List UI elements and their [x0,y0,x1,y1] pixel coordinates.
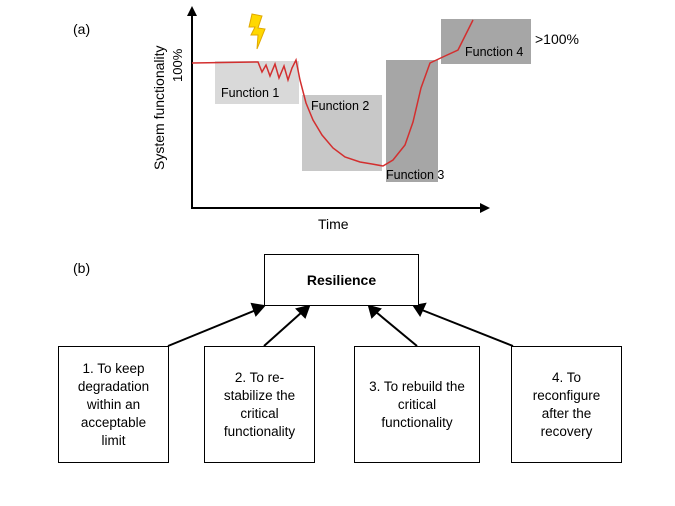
resilience-box: Resilience [264,254,419,306]
function-1-label: Function 1 [221,86,280,100]
goal-box-2: 2. To re- stabilize the critical functio… [204,346,315,463]
goal-box-4: 4. To reconfigure after the recovery [511,346,622,463]
goal-2-line: 2. To re- [234,369,285,385]
arrow-goal-1 [167,309,257,347]
x-axis-arrow [480,203,490,213]
function-3-label: Function 3 [386,168,445,182]
arrow-goal-4 [421,309,514,347]
goal-1-line: acceptable [80,414,147,430]
arrow-goal-3 [375,311,418,347]
y-axis-label: System functionality [151,45,167,171]
function-2-region [302,95,382,171]
goal-4-line: recovery [540,423,593,439]
goal-2-line: stabilize the [223,387,296,403]
goal-1-line: within an [86,396,141,412]
functionality-curve [191,19,474,167]
y-axis-arrow [187,6,197,16]
arrow-goal-2 [263,311,303,347]
goal-2-line: critical [240,405,279,421]
panel-b-label: (b) [73,260,91,276]
function-3-region [386,60,438,182]
goal-4-line: after the [541,405,592,421]
goal-3-line: functionality [381,414,453,430]
panel-a-label: (a) [73,21,91,37]
y-tick-100: 100% [170,48,185,82]
lightning-bolt-icon [248,13,266,50]
above-100-label: >100% [535,31,579,47]
goal-1-line: degradation [77,378,150,394]
goal-4-line: reconfigure [532,387,601,403]
goal-4-line: 4. To [551,369,581,385]
function-4-region [441,19,531,64]
goal-1-line: limit [101,432,126,448]
goal-1-line: 1. To keep [82,360,145,376]
goal-2-line: functionality [223,423,296,439]
function-2-label: Function 2 [311,99,370,113]
goal-box-1: 1. To keep degradation within an accepta… [58,346,169,463]
x-axis-label: Time [318,216,349,232]
resilience-label: Resilience [306,272,377,288]
goal-3-line: critical [397,396,437,412]
goal-3-line: 3. To rebuild the [369,378,465,394]
goal-box-3: 3. To rebuild the critical functionality [354,346,480,463]
function-4-label: Function 4 [465,45,524,59]
